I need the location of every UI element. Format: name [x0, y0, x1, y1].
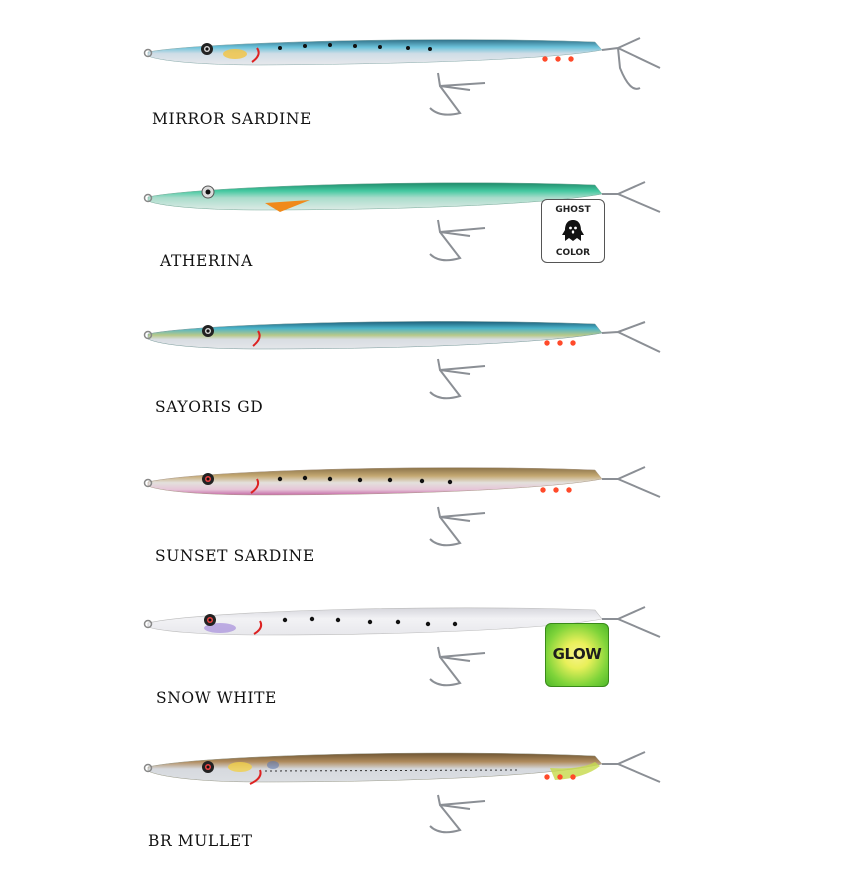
lure-image: [143, 181, 661, 262]
lure-snow-white: GLOW SNOW WHITE: [140, 595, 680, 735]
lure-sayoris-gd: SAYORIS GD: [140, 310, 680, 450]
glow-badge: GLOW: [545, 623, 609, 687]
lure-br-mullet: BR MULLET: [140, 740, 680, 880]
lure-name-label: BR MULLET: [148, 832, 253, 850]
lure-name-label: ATHERINA: [160, 252, 253, 270]
ghost-color-badge: GHOST COLOR: [541, 199, 605, 263]
lure-image: [143, 466, 661, 547]
lure-sunset-sardine: SUNSET SARDINE: [140, 455, 680, 595]
lure-image: [143, 37, 661, 116]
lure-image: [143, 751, 661, 834]
lure-atherina: GHOST COLOR ATHERINA: [140, 170, 680, 310]
lure-name-label: MIRROR SARDINE: [152, 110, 312, 128]
ghost-badge-line1: GHOST: [555, 205, 591, 215]
lure-image: [143, 321, 661, 400]
lure-name-label: SUNSET SARDINE: [155, 547, 315, 565]
lure-name-label: SNOW WHITE: [156, 689, 277, 707]
glow-badge-label: GLOW: [552, 645, 602, 663]
lure-name-label: SAYORIS GD: [155, 398, 264, 416]
ghost-icon: [562, 220, 584, 241]
lure-mirror-sardine: MIRROR SARDINE: [140, 28, 680, 168]
ghost-badge-line2: COLOR: [555, 248, 591, 258]
